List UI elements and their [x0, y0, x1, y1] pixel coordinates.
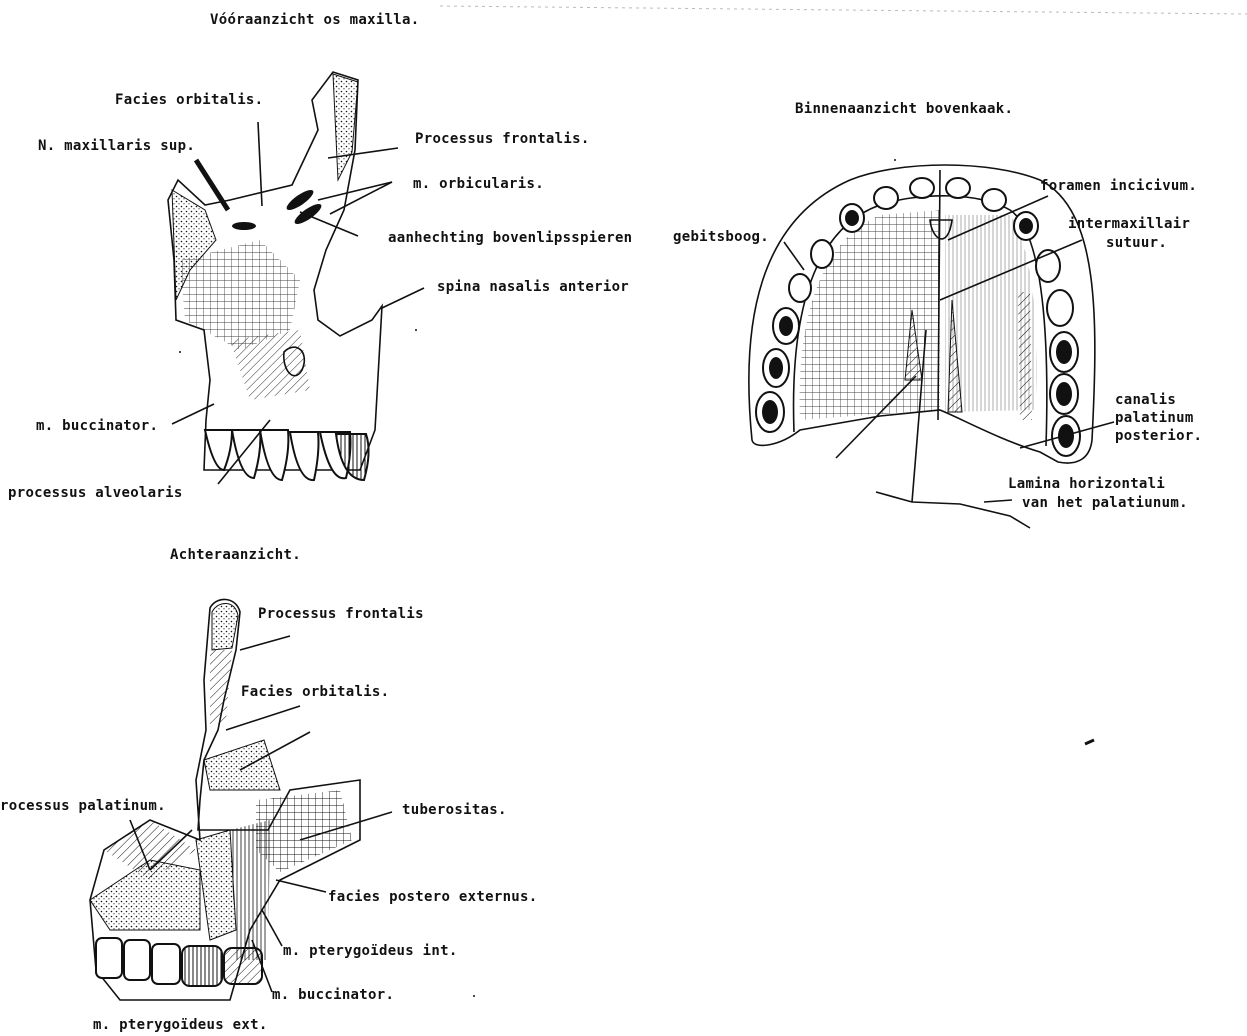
label-lamina-horizontalis: Lamina horizontali	[1008, 476, 1165, 492]
label-canalis: canalis	[1115, 392, 1176, 408]
label-sutuur: sutuur.	[1106, 235, 1167, 251]
label-n-maxillaris-sup: N. maxillaris sup.	[38, 138, 195, 154]
back-view-title: Achteraanzicht.	[170, 547, 301, 563]
label-m-pterygoideus-int: m. pterygoïdeus int.	[283, 943, 458, 959]
label-tuberositas: tuberositas.	[402, 802, 507, 818]
label-foramen-incicivum: foramen incicivum.	[1040, 178, 1197, 194]
inner-view-title: Binnenaanzicht bovenkaak.	[795, 101, 1013, 117]
label-gebitsboog: gebitsboog.	[673, 229, 769, 245]
label-aanhechting-bovenlipsspieren: aanhechting bovenlipsspieren	[388, 230, 632, 246]
label-facies-orbitalis: Facies orbitalis.	[115, 92, 263, 108]
label-processus-alveolaris: processus alveolaris	[8, 485, 183, 501]
label-spina-nasalis-anterior: spina nasalis anterior	[437, 279, 629, 295]
label-m-buccinator: m. buccinator.	[36, 418, 158, 434]
label-m-pterygoideus-ext: m. pterygoïdeus ext.	[93, 1017, 268, 1033]
label-intermaxillair: intermaxillair	[1068, 216, 1190, 232]
label-processus-frontalis: Processus frontalis.	[415, 131, 590, 147]
label-facies-postero-externus: facies postero externus.	[328, 889, 538, 905]
label-back-processus-frontalis: Processus frontalis	[258, 606, 424, 622]
label-van-het-palatiunum: van het palatiunum.	[1022, 495, 1188, 511]
label-back-facies-orbitalis: Facies orbitalis.	[241, 684, 389, 700]
label-m-orbicularis: m. orbicularis.	[413, 176, 544, 192]
front-view-title: Vóóraanzicht os maxilla.	[210, 12, 420, 28]
label-posterior: posterior.	[1115, 428, 1202, 444]
inner-view-drawing	[749, 165, 1114, 528]
label-processus-palatinum: rocessus palatinum.	[0, 798, 166, 814]
front-view-drawing	[168, 72, 424, 484]
label-back-m-buccinator: m. buccinator.	[272, 987, 394, 1003]
label-palatinum: palatinum	[1115, 410, 1194, 426]
